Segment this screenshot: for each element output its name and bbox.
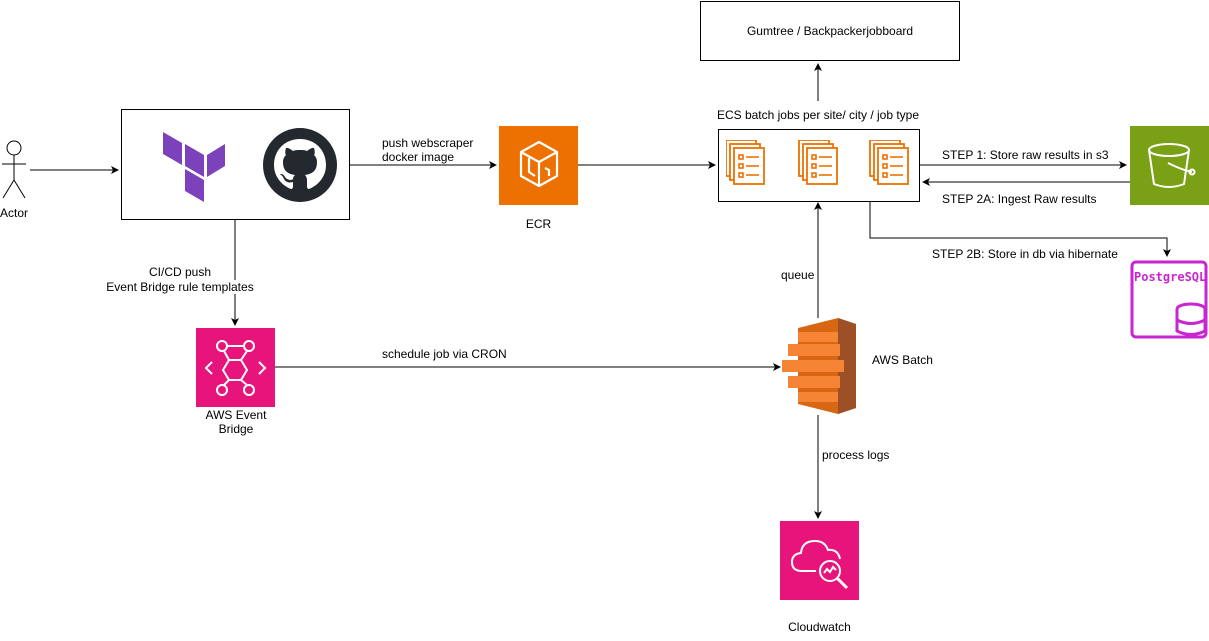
ecs-label: ECS batch jobs per site/ city / job type	[716, 108, 920, 122]
s3-bucket-icon[interactable]	[1130, 126, 1209, 205]
process-logs-label: process logs	[822, 448, 890, 462]
ecr-icon[interactable]	[499, 126, 578, 205]
step1-label: STEP 1: Store raw results in s3	[942, 148, 1109, 162]
schedule-label: schedule job via CRON	[382, 347, 507, 361]
queue-label: queue	[781, 268, 815, 282]
gumtree-box[interactable]: Gumtree / Backpackerjobboard	[700, 1, 960, 61]
gumtree-label: Gumtree / Backpackerjobboard	[746, 24, 914, 38]
cloudwatch-icon[interactable]	[780, 521, 859, 600]
cicd-label-1: CI/CD push	[148, 265, 212, 279]
actor-label: Actor	[0, 206, 29, 220]
ecr-label: ECR	[525, 217, 552, 231]
step2a-label: STEP 2A: Ingest Raw results	[942, 192, 1097, 206]
aws-batch-icon[interactable]	[780, 318, 860, 414]
eventbridge-icon[interactable]	[196, 328, 275, 407]
postgresql-icon[interactable]	[1130, 260, 1209, 339]
push-image-label-2: docker image	[382, 150, 455, 164]
eventbridge-label-2: Bridge	[218, 422, 254, 436]
github-icon	[263, 128, 337, 202]
postgresql-label: PostgreSQL	[1134, 270, 1207, 284]
cloudwatch-label: Cloudwatch	[788, 620, 851, 634]
cicd-label-2: Event Bridge rule templates	[62, 280, 298, 294]
step2b-label: STEP 2B: Store in db via hibernate	[932, 247, 1118, 261]
eventbridge-label-1: AWS Event	[205, 408, 267, 422]
edge-step2b	[869, 202, 1171, 257]
batch-label: AWS Batch	[872, 353, 933, 367]
ecs-jobs-icon	[726, 140, 909, 185]
push-image-label-1: push webscraper	[382, 136, 474, 150]
terraform-icon	[163, 132, 225, 202]
actor-icon	[2, 140, 26, 199]
